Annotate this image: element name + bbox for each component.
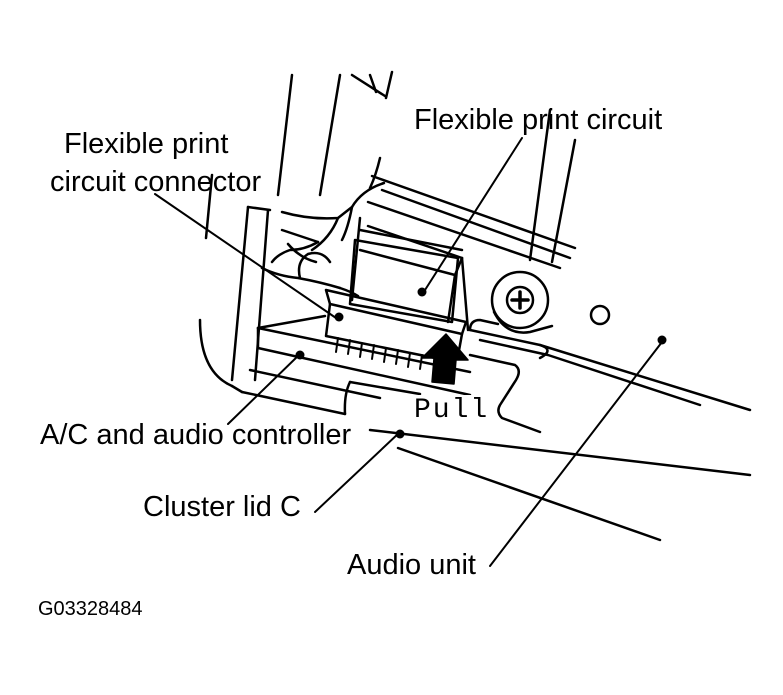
label-ac-audio-controller: A/C and audio controller [40, 419, 352, 451]
label-audio-unit: Audio unit [347, 549, 476, 581]
hand-illustration [260, 70, 394, 298]
screw-boss [490, 270, 611, 334]
dash-bezel [198, 73, 342, 394]
callout-dots [295, 287, 667, 439]
audio-unit-body [350, 108, 752, 434]
figure-id: G03328484 [38, 598, 143, 620]
label-cluster-lid-c: Cluster lid C [143, 491, 301, 523]
label-fpc-connector-line2: circuit connector [50, 166, 262, 198]
fpc-ribbon [348, 228, 464, 324]
controller-board [240, 314, 752, 542]
label-pull: Pull [414, 395, 490, 426]
label-fpc-connector-line1: Flexible print [64, 128, 229, 160]
leader-lines [154, 137, 663, 567]
label-flexible-print-circuit: Flexible print circuit [414, 104, 663, 136]
pull-arrow [421, 333, 469, 385]
